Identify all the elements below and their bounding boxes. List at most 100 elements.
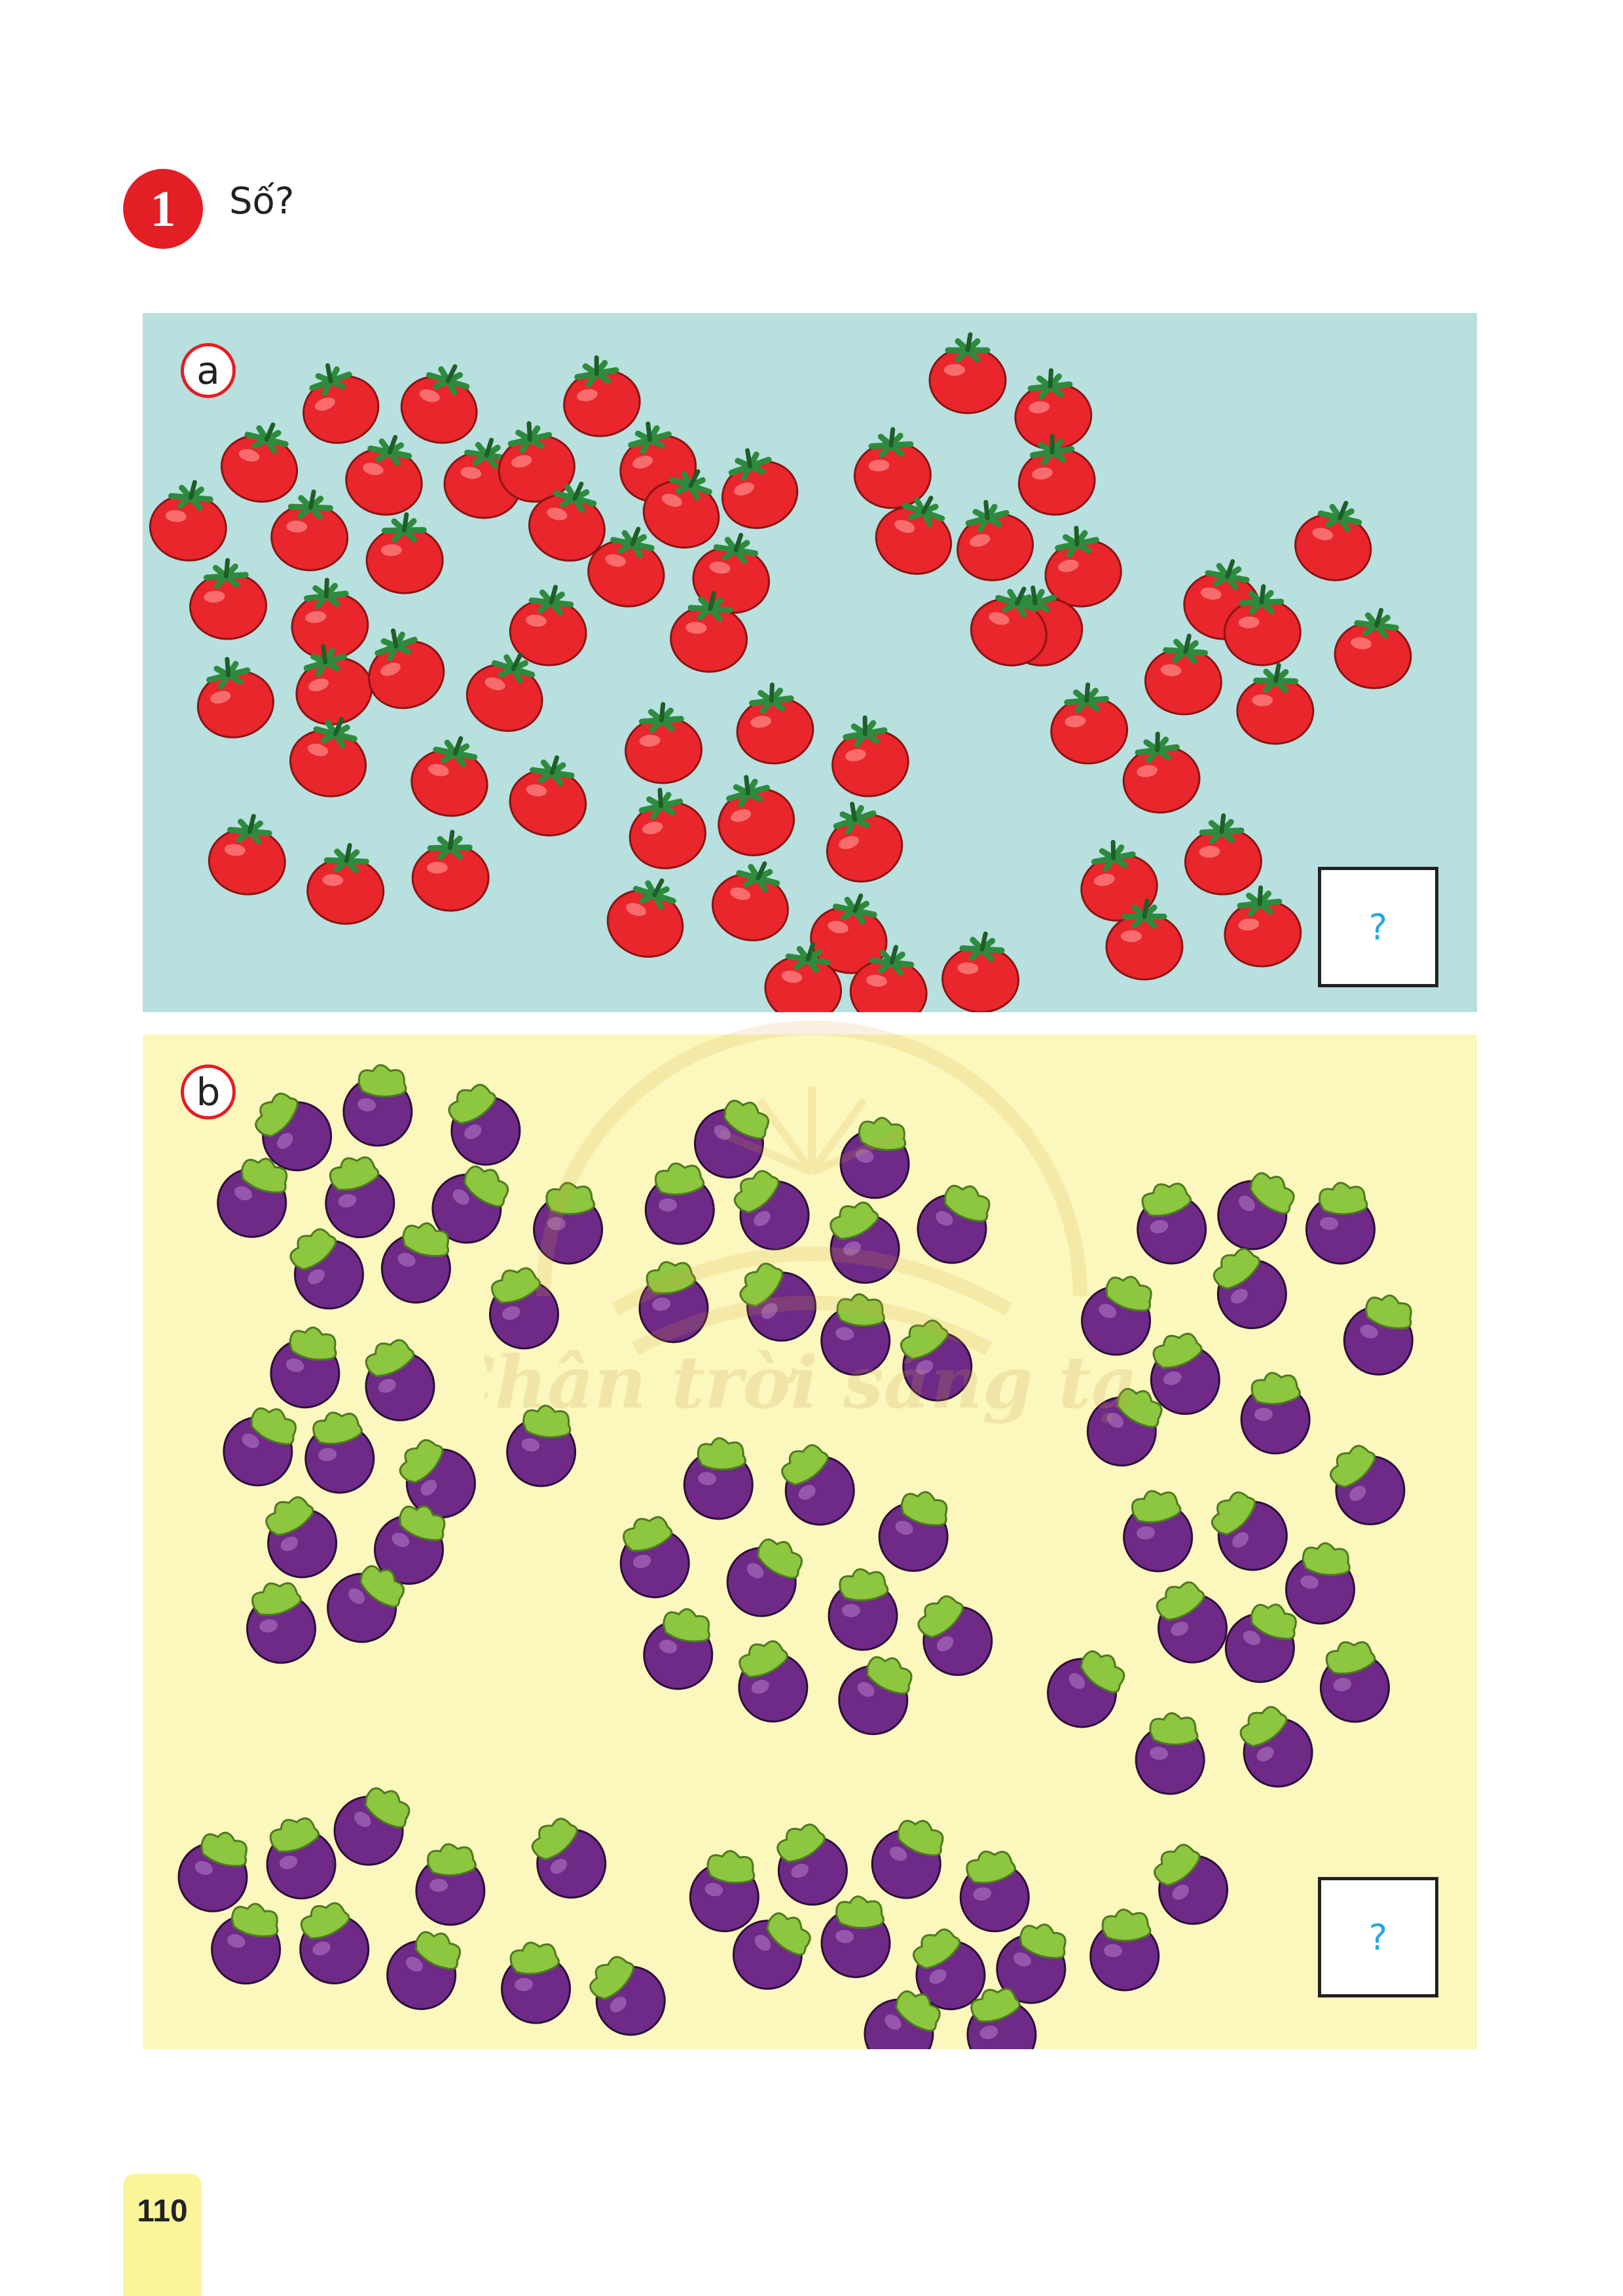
- mangosteen-icon: [619, 1516, 690, 1599]
- tomato-icon: [1014, 368, 1093, 450]
- tomato-icon: [1017, 433, 1096, 516]
- mangosteen-icon: [1123, 1489, 1194, 1573]
- mangosteen-icon: [448, 1084, 521, 1166]
- mangosteen-icon: [966, 1988, 1037, 2049]
- mangosteen-icon: [913, 1928, 986, 2011]
- mangosteen-icon: [386, 1931, 462, 2011]
- mangosteen-icon: [217, 1157, 288, 1238]
- tomato-icon: [941, 931, 1020, 1012]
- mangosteen-icon: [864, 1990, 941, 2049]
- mangosteen-icon: [399, 1439, 476, 1519]
- mangosteen-icon: [373, 1505, 446, 1585]
- mangosteen-icon: [1047, 1650, 1125, 1728]
- mangosteen-icon: [1211, 1491, 1288, 1571]
- tomato-icon: [400, 364, 478, 444]
- tomato-icon: [831, 715, 909, 797]
- mangosteen-icon: [1156, 1581, 1228, 1664]
- mangosteen-icon: [246, 1582, 317, 1664]
- tomato-icon: [1294, 500, 1372, 581]
- tomato-icon: [587, 526, 665, 608]
- tomato-icon: [764, 941, 843, 1012]
- tomato-icon: [196, 657, 274, 738]
- tomato-icon: [1105, 898, 1184, 981]
- tomato-icon: [291, 577, 369, 660]
- mangosteen-icon: [900, 1319, 973, 1402]
- mangosteen-icon: [820, 1895, 891, 1978]
- tomato-group: [149, 332, 1412, 1012]
- mangosteen-icon: [1213, 1248, 1287, 1330]
- mangosteen-icon: [732, 1912, 811, 1990]
- mangosteen-icon: [177, 1831, 248, 1912]
- mangosteen-icon: [1240, 1372, 1311, 1455]
- mangosteen-icon: [838, 1656, 913, 1736]
- tomato-icon: [721, 448, 799, 529]
- tomato-icon: [295, 644, 373, 725]
- mangosteen-icon: [1319, 1641, 1390, 1723]
- tomato-icon: [270, 489, 349, 572]
- tomato-icon: [1236, 663, 1315, 745]
- mangosteen-group: [177, 1064, 1413, 2049]
- mangosteen-icon: [255, 1093, 333, 1172]
- mangosteen-icon: [380, 1222, 451, 1304]
- mangosteen-icon: [342, 1064, 413, 1147]
- tomato-icon: [1224, 885, 1302, 968]
- mangosteen-icon: [431, 1165, 509, 1244]
- mangosteen-icon: [533, 1182, 604, 1265]
- mangosteen-icon: [643, 1608, 714, 1690]
- tomato-icon: [711, 861, 789, 941]
- mangosteen-icon: [638, 1261, 709, 1343]
- tomato-icon: [957, 500, 1034, 581]
- panel-a-tomatoes: a ?: [143, 313, 1477, 1012]
- mangosteen-icon: [1239, 1705, 1313, 1788]
- tomato-icon: [606, 878, 684, 958]
- tomato-icon: [368, 628, 445, 710]
- mangosteen-icon: [996, 1923, 1067, 2004]
- tomato-icon: [736, 682, 814, 765]
- tomato-icon: [625, 702, 703, 784]
- mangosteen-icon: [1086, 1387, 1163, 1467]
- tomato-icon: [849, 945, 928, 1012]
- tomato-icon: [875, 496, 953, 575]
- mangosteen-icon: [270, 1326, 340, 1409]
- tomato-icon: [221, 422, 299, 503]
- tomato-icon: [853, 427, 932, 509]
- tomato-icon: [1044, 526, 1122, 608]
- mangosteen-icon: [644, 1162, 715, 1245]
- mangosteen-icon: [693, 1099, 770, 1179]
- tomato-icon: [302, 363, 380, 445]
- mangosteen-icon: [415, 1843, 486, 1926]
- tomato-icon: [642, 469, 720, 549]
- tomato-icon: [208, 814, 286, 896]
- mangosteen-icon: [683, 1437, 754, 1520]
- mangosteen-icon: [1343, 1294, 1413, 1376]
- mangosteen-icon: [878, 1491, 949, 1572]
- tomato-icon: [928, 332, 1007, 414]
- mangosteen-icon: [1150, 1332, 1220, 1415]
- tomato-icon: [563, 355, 641, 437]
- mangosteen-icon: [776, 1823, 848, 1906]
- tomato-icon: [970, 587, 1048, 666]
- tomato-icon: [289, 717, 367, 797]
- mangosteen-icon: [781, 1444, 855, 1526]
- mangosteen-icon: [1081, 1275, 1152, 1356]
- tomato-icon: [629, 788, 706, 869]
- tomato-icon: [826, 801, 903, 883]
- mangosteen-icon: [1089, 1908, 1160, 1992]
- tomato-icon: [509, 755, 587, 837]
- mangosteen-icon: [689, 1850, 759, 1933]
- mangosteen-icon: [1330, 1444, 1406, 1525]
- mangosteen-icon: [266, 1817, 337, 1900]
- answer-box-a[interactable]: ?: [1318, 867, 1438, 987]
- tomato-icon: [810, 893, 888, 974]
- mangosteen-icon: [1217, 1172, 1295, 1250]
- mangosteen-icon: [1154, 1844, 1229, 1925]
- mangosteen-icon: [365, 1339, 435, 1421]
- tomato-icon: [1184, 813, 1262, 896]
- answer-box-b[interactable]: ?: [1318, 1877, 1438, 1997]
- part-b-label: b: [181, 1065, 236, 1120]
- mangosteen-icon: [333, 1787, 410, 1866]
- mangosteen-icon: [1305, 1182, 1376, 1265]
- mangosteen-icon: [299, 1902, 370, 1985]
- mangosteen-icon: [589, 1956, 666, 2036]
- mangosteen-icon: [830, 1201, 900, 1284]
